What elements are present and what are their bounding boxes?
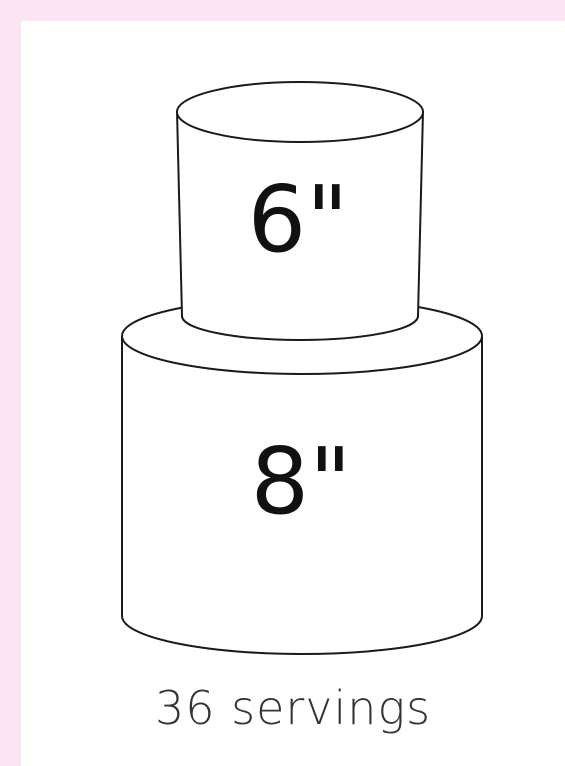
top-tier-size-label: 6" xyxy=(248,166,349,273)
bottom-tier-size-label: 8" xyxy=(251,428,352,535)
servings-caption: 36 servings xyxy=(21,681,565,735)
content-panel: 6" 8" 36 servings xyxy=(21,21,565,766)
cake-diagram: 6" 8" xyxy=(21,21,565,766)
top-tier-top xyxy=(177,82,423,142)
